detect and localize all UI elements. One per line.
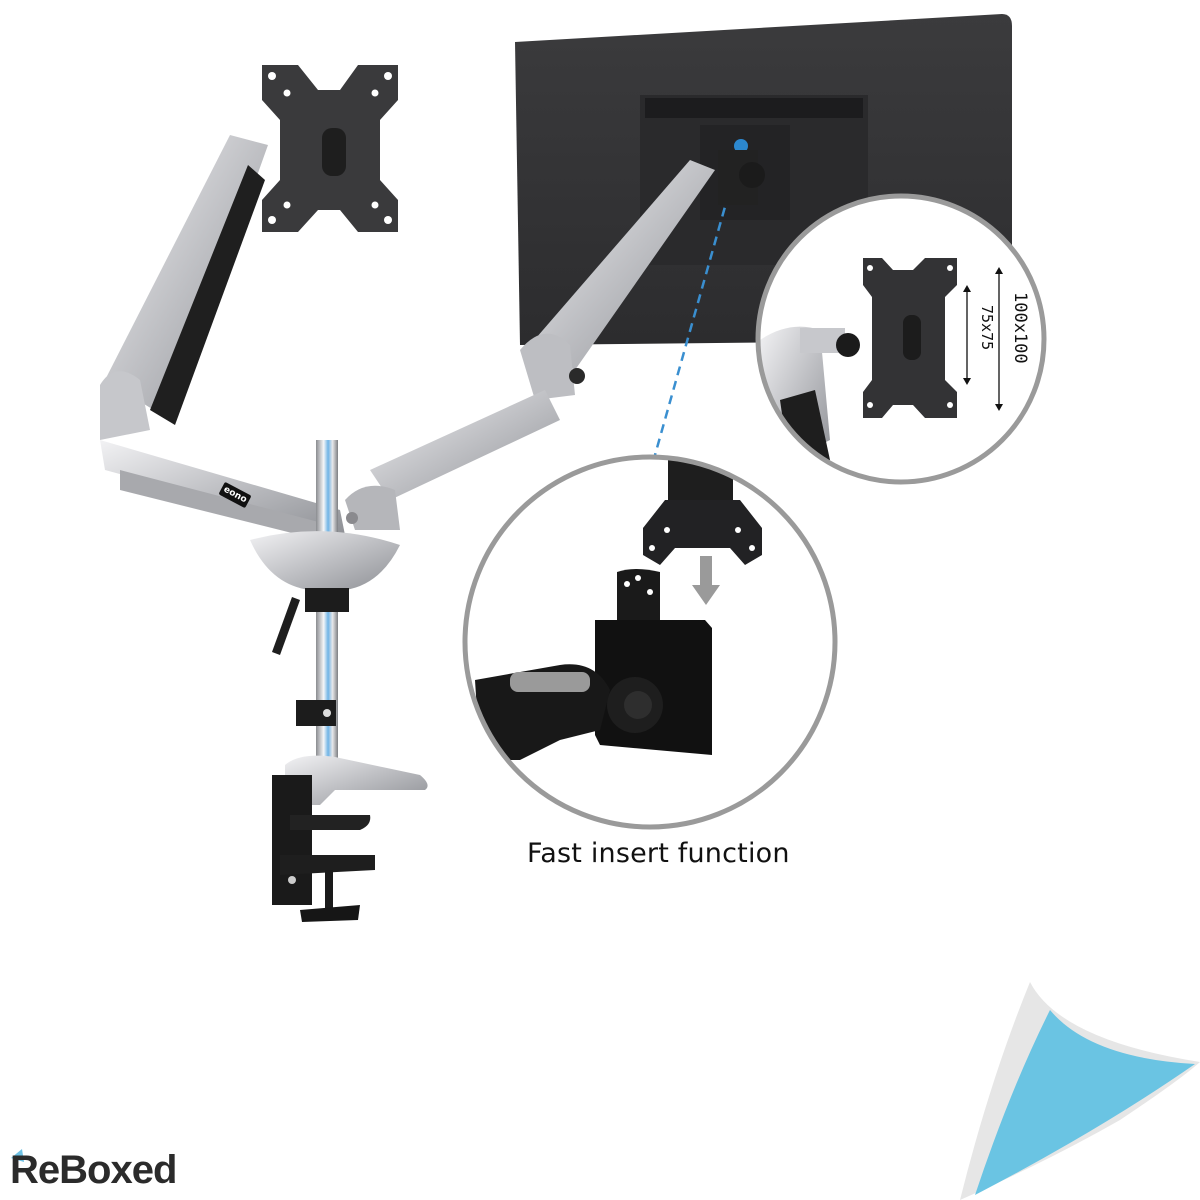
page-curl-decoration [960,982,1200,1200]
center-pole [250,440,428,922]
left-vesa-plate [262,65,398,232]
quick-release-callout [462,454,838,830]
logo-accent-icon [11,1149,24,1162]
vesa-detail-callout [755,193,1047,485]
reboxed-logo: ReBoxed [10,1148,177,1192]
right-arm [370,150,765,500]
quick-release-caption: Fast insert function [527,838,790,869]
vesa-dimension-large: 100x100 [1010,292,1030,364]
vesa-dimension-small: 75x75 [978,305,996,351]
left-arm [100,135,345,545]
